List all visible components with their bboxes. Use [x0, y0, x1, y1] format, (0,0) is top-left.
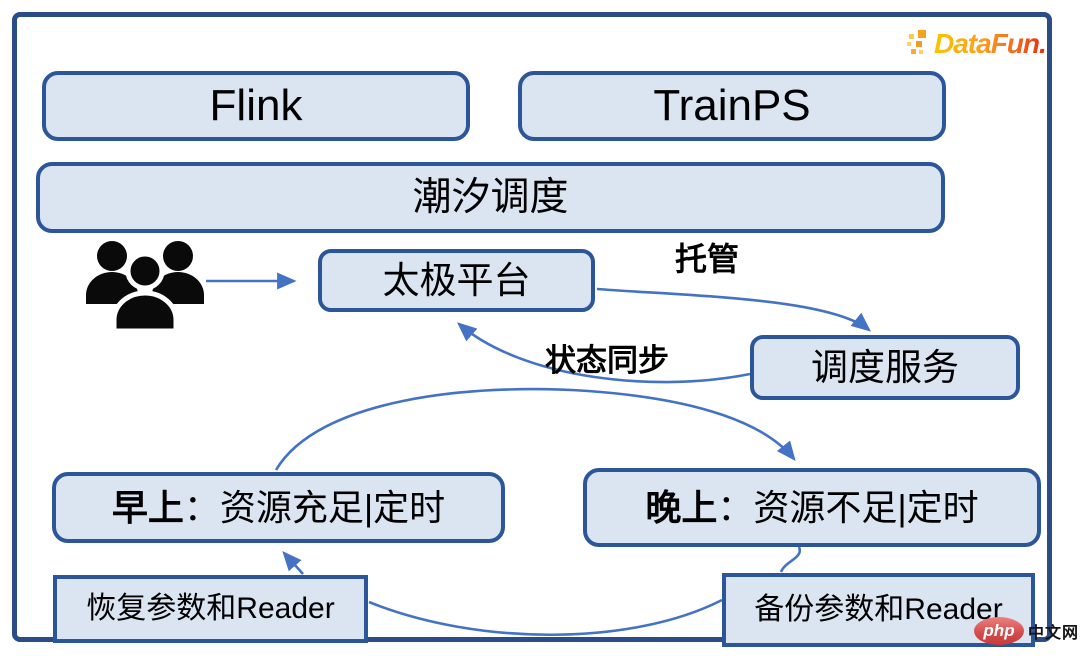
night-state-box: 晚上：资源不足|定时	[583, 468, 1041, 547]
datafun-mosaic-icon	[907, 30, 926, 54]
datafun-logo: DataFun.	[905, 25, 1047, 63]
morning-state-box: 早上：资源充足|定时	[52, 472, 505, 543]
night-prefix: 晚上	[645, 486, 718, 528]
morning-rest: ：资源充足|定时	[183, 486, 446, 528]
php-oval-icon: php	[974, 617, 1024, 645]
morning-prefix: 早上	[111, 486, 184, 528]
scheduler-service-box: 调度服务	[750, 335, 1020, 400]
php-site-text: 中文网	[1028, 625, 1080, 642]
sync-edge-label: 状态同步	[545, 343, 669, 378]
php-watermark: php 中文网	[974, 617, 1079, 645]
restore-params-box: 恢复参数和Reader	[53, 575, 368, 643]
tidal-scheduling-box: 潮汐调度	[36, 162, 945, 233]
taiji-platform-box: 太极平台	[318, 249, 595, 312]
trainps-box: TrainPS	[518, 71, 946, 141]
flink-box: Flink	[42, 71, 470, 141]
users-icon	[86, 241, 204, 334]
host-edge-label: 托管	[675, 241, 740, 277]
backup-params-box: 备份参数和Reader	[722, 573, 1035, 647]
datafun-text: DataFun.	[934, 28, 1047, 59]
night-rest: ：资源不足|定时	[717, 486, 979, 528]
